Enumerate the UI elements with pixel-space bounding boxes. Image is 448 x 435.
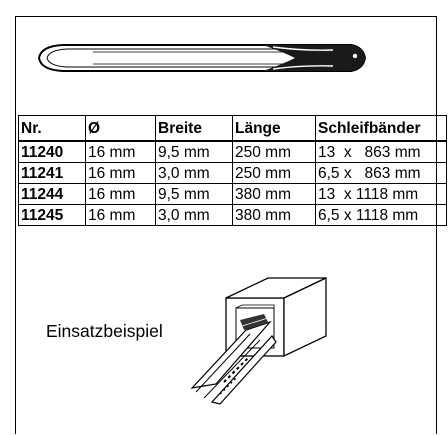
- col-header-breite: Breite: [155, 115, 233, 142]
- cell-breite: 9,5 mm: [155, 140, 233, 163]
- cell-nr: 11241: [18, 162, 86, 184]
- cell-schleifbaender: 13 x 863 mm: [315, 140, 447, 163]
- cell-nr: 11240: [18, 140, 86, 163]
- cell-breite: 9,5 mm: [155, 183, 233, 205]
- cell-schleifbaender: 6,5 x 863 mm: [315, 162, 447, 184]
- cell-laenge: 250 mm: [232, 162, 316, 184]
- cell-laenge: 250 mm: [232, 140, 316, 163]
- table-row: 11241 16 mm 3,0 mm 250 mm 6,5 x 863 mm: [18, 162, 447, 184]
- sanding-stick-illustration: [37, 44, 367, 72]
- col-header-nr: Nr.: [18, 115, 86, 142]
- table-row: 11245 16 mm 3,0 mm 380 mm 6,5 x 1118 mm: [18, 204, 447, 226]
- cell-breite: 3,0 mm: [155, 204, 233, 226]
- col-header-laenge: Länge: [232, 115, 316, 142]
- cell-nr: 11244: [18, 183, 86, 205]
- cell-schleifbaender: 6,5 x 1118 mm: [315, 204, 447, 226]
- cell-diameter: 16 mm: [85, 183, 156, 205]
- cell-diameter: 16 mm: [85, 204, 156, 226]
- cell-breite: 3,0 mm: [155, 162, 233, 184]
- cell-laenge: 380 mm: [232, 204, 316, 226]
- cell-nr: 11245: [18, 204, 86, 226]
- cell-laenge: 380 mm: [232, 183, 316, 205]
- spec-table: Nr. Ø Breite Länge Schleifbänder 11240 1…: [18, 115, 447, 226]
- table-header-row: Nr. Ø Breite Länge Schleifbänder: [18, 115, 447, 142]
- cell-diameter: 16 mm: [85, 140, 156, 163]
- table-row: 11240 16 mm 9,5 mm 250 mm 13 x 863 mm: [18, 140, 447, 163]
- usage-example-illustration: [190, 276, 327, 405]
- example-caption: Einsatzbeispiel: [46, 321, 163, 341]
- cell-schleifbaender: 13 x 1118 mm: [315, 183, 447, 205]
- cell-diameter: 16 mm: [85, 162, 156, 184]
- col-header-diameter: Ø: [85, 115, 156, 142]
- table-row: 11244 16 mm 9,5 mm 380 mm 13 x 1118 mm: [18, 183, 447, 205]
- col-header-schleifbaender: Schleifbänder: [315, 115, 447, 142]
